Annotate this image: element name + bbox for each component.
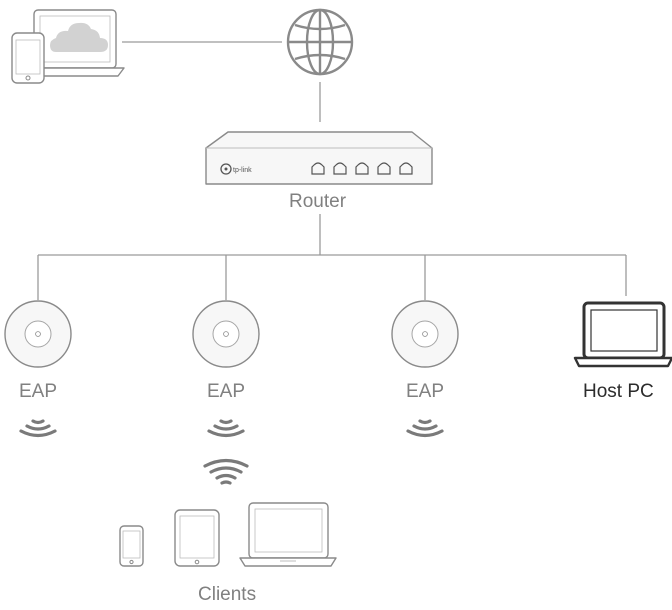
connection-lines bbox=[37, 41, 627, 300]
ceiling-ap-icon bbox=[4, 300, 72, 368]
clients-label: Clients bbox=[198, 584, 257, 605]
wifi-signal-icon bbox=[19, 419, 57, 438]
phone-icon bbox=[119, 525, 144, 567]
router-label: Router bbox=[289, 191, 347, 212]
router-ports bbox=[311, 162, 413, 175]
eap-label-2: EAP bbox=[207, 381, 246, 402]
router-icon: tp-link bbox=[205, 131, 433, 185]
cloud-phone-icon bbox=[11, 32, 45, 84]
router-logo-icon bbox=[220, 163, 232, 175]
eap-label-3: EAP bbox=[406, 381, 445, 402]
cloud-icon bbox=[50, 22, 108, 52]
ceiling-ap-icon bbox=[192, 300, 260, 368]
tablet-icon bbox=[174, 509, 220, 567]
host-pc-label: Host PC bbox=[583, 381, 654, 402]
laptop-icon bbox=[239, 502, 337, 567]
wifi-signal-icon bbox=[207, 419, 245, 438]
wifi-signal-icon bbox=[406, 419, 444, 438]
wifi-signal-icon bbox=[203, 458, 249, 485]
ceiling-ap-icon bbox=[391, 300, 459, 368]
eap-label-1: EAP bbox=[19, 381, 58, 402]
router-brand-text: tp-link bbox=[233, 167, 252, 174]
host-pc-laptop-icon bbox=[573, 301, 672, 368]
globe-icon bbox=[286, 8, 354, 76]
